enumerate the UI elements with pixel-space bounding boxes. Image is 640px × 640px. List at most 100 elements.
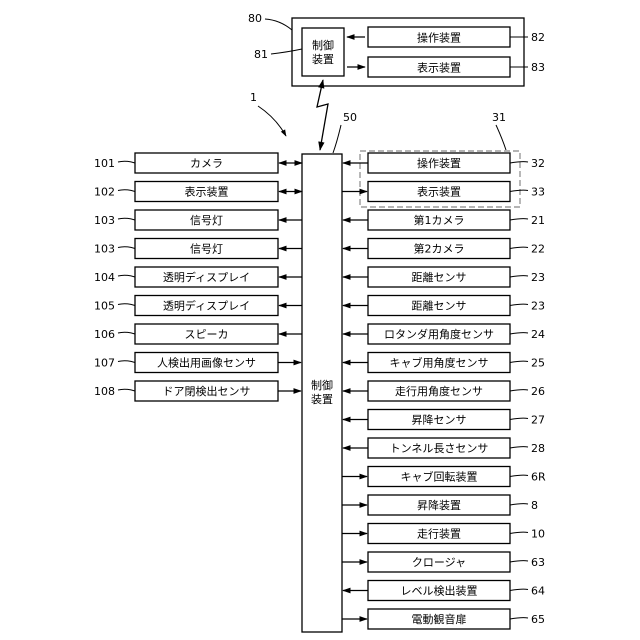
left-device-label: スピーカ [185, 328, 229, 341]
remote-controller-label-1: 制御 [312, 38, 334, 52]
right-device-label: 距離センサ [412, 299, 467, 313]
left-device-ref: 103 [94, 243, 115, 256]
right-device-label: クロージャ [412, 556, 466, 569]
right-device-leader [510, 589, 528, 590]
right-device-leader [510, 219, 528, 220]
right-device-ref: 23 [531, 271, 545, 284]
right-device-leader [510, 561, 528, 562]
right-device-ref: 6R [531, 471, 546, 484]
left-device-ref: 103 [94, 214, 115, 227]
ref-label-31: 31 [492, 111, 506, 124]
leader-1 [258, 106, 286, 136]
left-device-label: 信号灯 [190, 243, 223, 256]
right-device-leader [510, 162, 528, 163]
right-device-label: 操作装置 [417, 156, 461, 170]
right-device-label: 電動観音扉 [412, 612, 467, 626]
left-device-leader [118, 389, 135, 391]
right-device-leader [510, 304, 528, 305]
left-device-ref: 106 [94, 328, 115, 341]
right-device-ref: 23 [531, 300, 545, 313]
left-device-leader [118, 304, 135, 306]
left-device-leader [118, 361, 135, 363]
remote-controller-label-2: 装置 [312, 53, 334, 66]
right-device-leader [510, 418, 528, 419]
left-device-leader [118, 332, 135, 334]
ref-label-50: 50 [343, 111, 357, 124]
left-device-ref: 102 [94, 186, 115, 199]
leader-50 [333, 125, 341, 153]
right-device-leader [510, 276, 528, 277]
right-device-label: レベル検出装置 [401, 584, 478, 598]
left-device-leader [118, 275, 135, 277]
left-device-label: ドア閉検出センサ [163, 384, 251, 398]
wireless-link [317, 80, 328, 150]
right-device-label: 走行装置 [417, 528, 461, 541]
left-device-ref: 108 [94, 385, 115, 398]
right-device-ref: 8 [531, 499, 538, 512]
ref-label-83: 83 [531, 61, 545, 74]
right-device-label: ロタンダ用角度センサ [384, 327, 494, 341]
right-device-ref: 28 [531, 442, 545, 455]
left-device-label: 信号灯 [190, 214, 223, 227]
ref-label-81: 81 [254, 48, 268, 61]
right-device-label: 第1カメラ [414, 213, 465, 227]
right-device-column: 操作装置 32 表示装置 33 第1カメラ 21 第2カメラ 22 距離センサ 23 距離センサ 23… [342, 153, 546, 629]
right-device-label: 表示装置 [417, 185, 461, 199]
right-device-label: キャブ用角度センサ [390, 356, 489, 370]
ref-label-1: 1 [250, 91, 257, 104]
right-device-leader [510, 532, 528, 533]
right-device-ref: 32 [531, 157, 545, 170]
remote-terminal: 制御 装置 操作装置 表示装置 80 81 82 83 [248, 12, 545, 86]
right-device-leader [510, 447, 528, 448]
ref-label-82: 82 [531, 31, 545, 44]
left-device-label: 透明ディスプレイ [163, 270, 250, 284]
right-device-leader [510, 361, 528, 362]
right-device-ref: 33 [531, 186, 545, 199]
left-device-leader [118, 161, 135, 163]
main-controller-label-1: 制御 [311, 378, 333, 392]
right-device-ref: 24 [531, 328, 545, 341]
main-controller-label-2: 装置 [311, 393, 333, 406]
leader-31 [496, 125, 506, 150]
right-device-ref: 21 [531, 214, 545, 227]
left-device-ref: 101 [94, 157, 115, 170]
right-device-leader [510, 618, 528, 619]
right-device-label: 第2カメラ [414, 242, 465, 256]
right-device-label: 距離センサ [412, 270, 467, 284]
left-device-label: 人検出用画像センサ [157, 356, 256, 370]
left-device-label: カメラ [190, 157, 223, 170]
remote-operation-device-label: 操作装置 [417, 31, 461, 45]
right-device-ref: 25 [531, 357, 545, 370]
left-device-ref: 105 [94, 300, 115, 313]
right-device-leader [510, 390, 528, 391]
remote-display-device-label: 表示装置 [417, 61, 461, 75]
right-device-ref: 26 [531, 385, 545, 398]
right-device-label: 走行用角度センサ [395, 384, 483, 398]
right-device-ref: 27 [531, 414, 545, 427]
left-device-label: 透明ディスプレイ [163, 299, 250, 313]
right-device-leader [510, 333, 528, 334]
right-device-ref: 63 [531, 556, 545, 569]
ref-label-80: 80 [248, 12, 262, 25]
right-device-ref: 10 [531, 528, 545, 541]
right-device-ref: 65 [531, 613, 545, 626]
left-device-column: カメラ 101 表示装置 102 信号灯 103 信号灯 103 透明ディスプレイ 104 透明ディ… [94, 153, 302, 401]
left-device-ref: 104 [94, 271, 115, 284]
leader-80 [265, 19, 292, 30]
right-device-leader [510, 190, 528, 191]
right-device-label: トンネル長さセンサ [390, 442, 489, 455]
right-device-ref: 22 [531, 243, 545, 256]
right-device-ref: 64 [531, 585, 545, 598]
right-device-label: 昇降センサ [412, 413, 467, 427]
right-device-label: 昇降装置 [417, 498, 461, 512]
right-device-leader [510, 247, 528, 248]
left-device-ref: 107 [94, 357, 115, 370]
left-device-label: 表示装置 [185, 185, 229, 199]
right-device-leader [510, 504, 528, 505]
left-device-leader [118, 190, 135, 192]
right-device-leader [510, 475, 528, 476]
left-device-leader [118, 247, 135, 249]
right-device-label: キャブ回転装置 [401, 470, 478, 484]
left-device-leader [118, 218, 135, 220]
